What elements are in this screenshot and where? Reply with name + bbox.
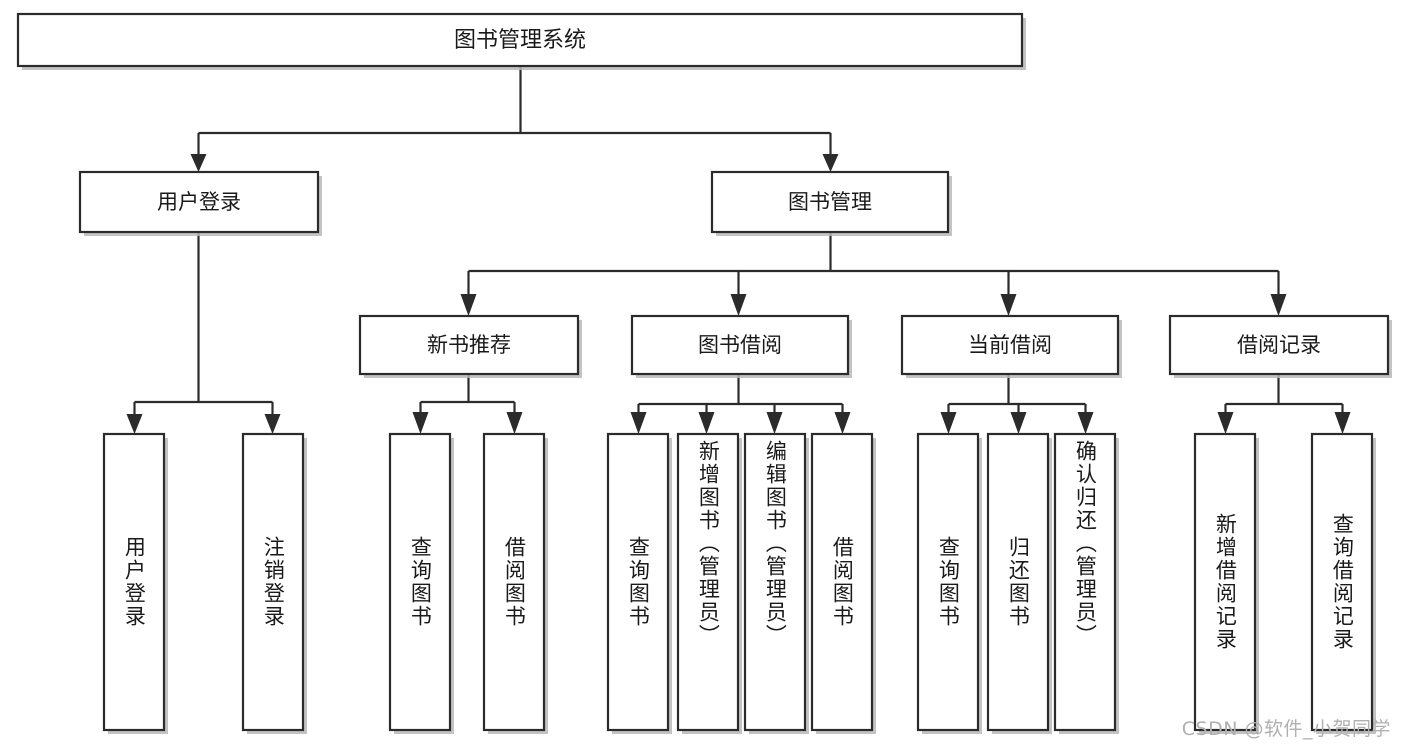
arrow-head-current-borrow	[1000, 294, 1017, 316]
leaf-query-book-2-box[interactable]	[606, 432, 670, 732]
connector-layer	[126, 66, 1351, 434]
root-node-label: 图书管理系统	[454, 28, 586, 53]
leaf-add-book-box[interactable]	[676, 432, 740, 732]
arrow-head-leaf-add-book	[698, 412, 715, 434]
arrow-head-leaf-query-book-2	[630, 412, 647, 434]
arrow-head-user-login	[190, 154, 207, 172]
arrow-head-new-book-recommend	[460, 294, 477, 316]
arrow-head-leaf-add-record	[1217, 412, 1234, 434]
arrow-head-leaf-borrow-book-1	[506, 412, 523, 434]
arrow-head-leaf-user-login	[126, 414, 143, 434]
leaf-logout-box[interactable]	[241, 432, 305, 732]
new-book-recommend-node-label: 新书推荐	[427, 333, 511, 357]
user-login-node-box[interactable]	[78, 170, 320, 234]
book-borrow-node-box[interactable]	[630, 314, 850, 376]
leaf-add-record-box[interactable]	[1193, 432, 1257, 732]
arrow-head-leaf-confirm-return	[1077, 412, 1094, 434]
arrow-head-leaf-query-record	[1334, 412, 1351, 434]
borrow-record-node-box[interactable]	[1168, 314, 1390, 376]
arrow-head-leaf-query-book-1	[412, 412, 429, 434]
arrow-head-leaf-logout	[264, 414, 281, 434]
book-manage-node-box[interactable]	[710, 170, 950, 234]
arrow-head-leaf-query-book-3	[940, 412, 957, 434]
new-book-recommend-node-box[interactable]	[358, 314, 580, 376]
current-borrow-node-box[interactable]	[900, 314, 1120, 376]
leaf-user-login-box[interactable]	[102, 432, 166, 732]
node-layer: 图书管理系统 用户登录 图书管理 新书推荐 图书借阅 当前借阅 借阅记录	[16, 12, 1392, 734]
book-manage-node-label: 图书管理	[788, 190, 872, 214]
leaf-return-book-box[interactable]	[986, 432, 1050, 732]
arrow-head-leaf-return-book	[1010, 412, 1027, 434]
arrow-head-leaf-edit-book	[766, 412, 783, 434]
leaf-query-record-box[interactable]	[1310, 432, 1374, 732]
leaf-borrow-book-2-box[interactable]	[810, 432, 874, 732]
leaf-borrow-book-1-box[interactable]	[482, 432, 546, 732]
borrow-record-node-label: 借阅记录	[1237, 333, 1321, 357]
leaf-edit-book-box[interactable]	[743, 432, 807, 732]
root-node-box[interactable]	[16, 12, 1024, 68]
leaf-query-book-3-box[interactable]	[916, 432, 980, 732]
leaf-confirm-return-box[interactable]	[1053, 432, 1117, 732]
arrow-head-leaf-borrow-book-2	[834, 412, 851, 434]
arrow-head-book-borrow	[730, 294, 747, 316]
leaf-query-book-1-box[interactable]	[388, 432, 452, 732]
arrow-head-borrow-record	[1270, 294, 1287, 316]
book-borrow-node-label: 图书借阅	[698, 333, 782, 357]
watermark-text: CSDN @软件_小贺同学	[1181, 718, 1391, 740]
arrow-head-book-manage	[822, 154, 839, 172]
current-borrow-node-label: 当前借阅	[968, 333, 1052, 357]
user-login-node-label: 用户登录	[157, 190, 241, 214]
